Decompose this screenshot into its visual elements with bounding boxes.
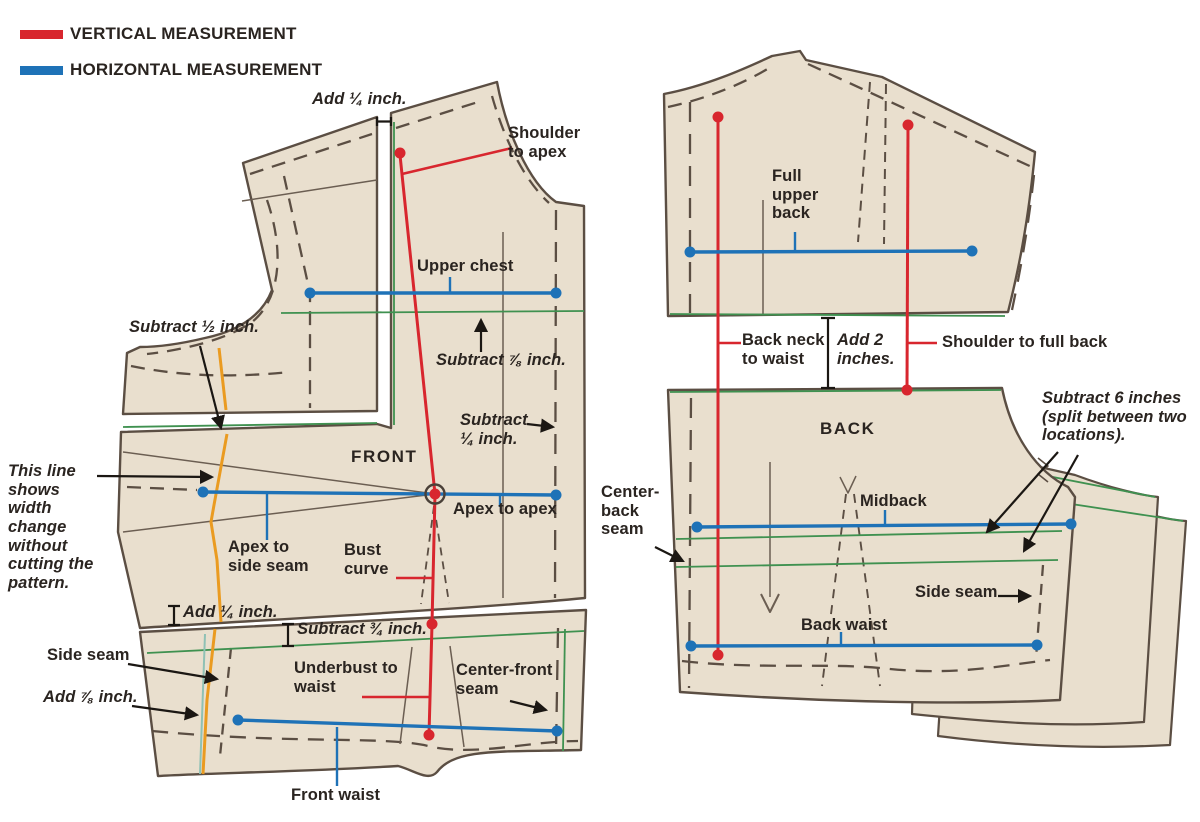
- label-shoulder-to-full-back: Shoulder to full back: [942, 333, 1108, 351]
- width-note-arrow-icon: [96, 469, 215, 485]
- midback-line: [696, 522, 1072, 529]
- vertical-measurement-label: VERTICAL MEASUREMENT: [70, 24, 297, 43]
- label-front-waist: Front waist: [291, 786, 381, 804]
- label-apex-to-side-seam: Apex to side seam: [228, 538, 309, 575]
- subtract-quarter-arrow-icon: [526, 418, 556, 433]
- front-waist-line: [237, 718, 558, 733]
- subtract-six-arrow-a-icon: [985, 451, 1059, 534]
- gap-brackets: [168, 117, 835, 648]
- label-upper-chest: Upper chest: [417, 257, 514, 275]
- back-waist-line: [690, 643, 1038, 648]
- subtract-six-arrow-b-icon: [1022, 454, 1079, 553]
- label-front-side-seam: Side seam: [47, 646, 130, 664]
- label-back-waist: Back waist: [801, 616, 888, 634]
- horizontal-measurement-lines: [202, 232, 1072, 786]
- apex-circle-mark: [424, 483, 446, 505]
- front-alteration-lines: [122, 122, 585, 775]
- shoulder-to-apex-leader: [401, 146, 513, 176]
- subtract-three-quarters-bracket-icon: [282, 622, 294, 648]
- label-full-upper-back: Full upper back: [772, 167, 819, 223]
- front-side-seam-arrow-icon: [127, 662, 220, 685]
- label-midback: Midback: [860, 492, 927, 510]
- back-guide-lines: [762, 200, 857, 597]
- front-piece-title: FRONT: [351, 447, 418, 466]
- label-center-back-seam: Center-back seam: [601, 483, 660, 539]
- note-subtract-seven-eighths: Subtract ⅞ inch.: [436, 351, 566, 369]
- horizontal-measurement-label: HORIZONTAL MEASUREMENT: [70, 60, 323, 79]
- note-add-quarter-top: Add ¼ inch.: [312, 90, 407, 108]
- legend-horizontal: HORIZONTAL MEASUREMENT: [20, 60, 322, 80]
- center-front-seam-arrow-icon: [509, 699, 549, 714]
- note-add-quarter-waist: Add ¼ inch.: [183, 603, 278, 621]
- add-seven-eighths-arrow-icon: [131, 704, 200, 721]
- leader-arrows: [96, 317, 1079, 721]
- add-two-inches-bracket-icon: [821, 316, 835, 390]
- red-endpoint-dots: [394, 111, 914, 741]
- back-pattern-piece: [662, 49, 1188, 748]
- note-subtract-quarter: Subtract ¼ inch.: [460, 411, 528, 448]
- vertical-measurement-swatch: [20, 29, 63, 39]
- apex-to-apex-line: [202, 490, 557, 497]
- blue-endpoint-dots: [197, 245, 1077, 737]
- note-subtract-half: Subtract ½ inch.: [129, 318, 259, 336]
- note-width-change: This line shows width change without cut…: [8, 462, 94, 592]
- legend-vertical: VERTICAL MEASUREMENT: [20, 24, 297, 44]
- label-bust-curve: Bust curve: [344, 541, 389, 578]
- slash-width-bracket-icon: [375, 117, 393, 126]
- full-upper-back-line: [689, 249, 973, 254]
- grainline-arrow-icon: [760, 593, 780, 613]
- shoulder-to-apex-line: [398, 154, 437, 736]
- label-shoulder-to-apex: Shoulder to apex: [508, 124, 581, 161]
- center-back-seam-arrow-icon: [654, 546, 685, 562]
- add-quarter-bracket-icon: [168, 604, 180, 627]
- shoulder-to-full-back-line: [905, 126, 910, 391]
- front-guide-lines: [122, 179, 504, 748]
- label-back-neck-to-waist: Back neck to waist: [742, 331, 825, 368]
- label-center-front-seam: Center-front seam: [456, 661, 553, 698]
- vertical-measurement-lines: [362, 118, 937, 736]
- back-piece-title: BACK: [820, 419, 876, 438]
- front-upper-left-piece: [121, 115, 379, 416]
- front-waistband-piece: [138, 608, 588, 778]
- label-underbust-to-waist: Underbust to waist: [294, 659, 398, 696]
- note-add-seven-eighths: Add ⅞ inch.: [43, 688, 138, 706]
- subtract-half-arrow-icon: [198, 345, 225, 431]
- label-back-side-seam: Side seam: [915, 583, 998, 601]
- horizontal-measurement-swatch: [20, 65, 63, 75]
- note-subtract-three-quarters: Subtract ¾ inch.: [297, 620, 427, 638]
- label-apex-to-apex: Apex to apex: [453, 500, 557, 518]
- note-subtract-six: Subtract 6 inches (split between two loc…: [1042, 389, 1187, 445]
- note-add-two-inches: Add 2 inches.: [837, 331, 895, 368]
